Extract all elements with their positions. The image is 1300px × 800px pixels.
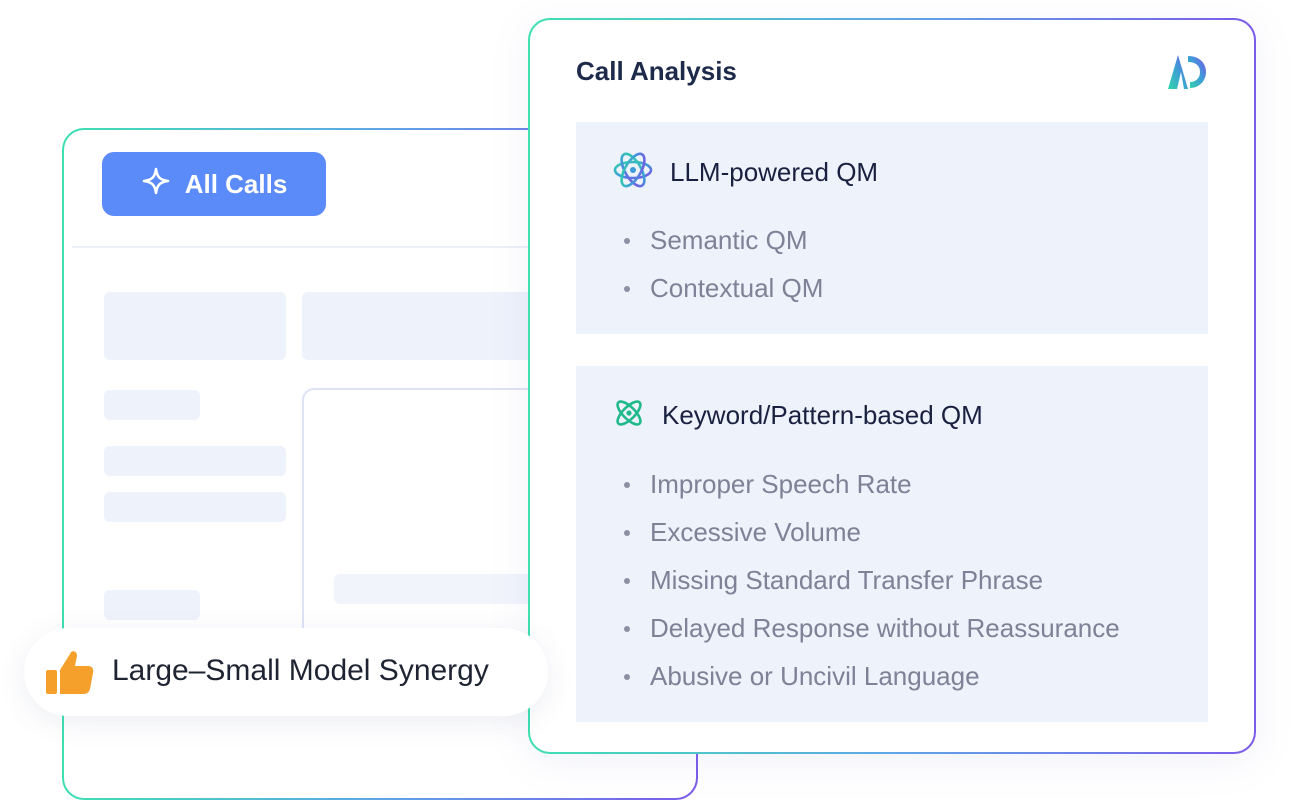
card-title: Call Analysis [576, 56, 737, 86]
list-item: Abusive or Uncivil Language [622, 652, 1120, 700]
list-item: Improper Speech Rate [622, 460, 1120, 508]
placeholder-line [104, 446, 286, 476]
list-item: Excessive Volume [622, 508, 1120, 556]
llm-qm-header: LLM-powered QM [612, 148, 878, 197]
atom-icon [612, 148, 654, 197]
list-item: Missing Standard Transfer Phrase [622, 556, 1120, 604]
llm-qm-section: LLM-powered QM Semantic QM Contextual QM [576, 122, 1208, 334]
list-item: Delayed Response without Reassurance [622, 604, 1120, 652]
llm-qm-list: Semantic QM Contextual QM [622, 216, 823, 312]
orbit-icon [612, 396, 646, 435]
llm-qm-title: LLM-powered QM [670, 157, 879, 187]
placeholder-block [104, 292, 286, 360]
sparkle-icon [141, 166, 171, 203]
synergy-label: Large–Small Model Synergy [112, 654, 489, 687]
placeholder-line [104, 492, 286, 522]
all-calls-button[interactable]: All Calls [102, 152, 326, 216]
all-calls-label: All Calls [184, 168, 288, 199]
keyword-qm-list: Improper Speech Rate Excessive Volume Mi… [622, 460, 1120, 700]
placeholder-line [104, 390, 200, 420]
synergy-badge: Large–Small Model Synergy [24, 628, 548, 716]
thumbs-up-icon [44, 646, 96, 703]
placeholder-line [334, 574, 534, 604]
list-item: Contextual QM [622, 264, 823, 312]
placeholder-line [104, 590, 200, 620]
keyword-qm-title: Keyword/Pattern-based QM [662, 400, 983, 430]
keyword-qm-section: Keyword/Pattern-based QM Improper Speech… [576, 366, 1208, 722]
brand-logo-icon [1166, 52, 1208, 97]
header-divider [72, 246, 696, 248]
keyword-qm-header: Keyword/Pattern-based QM [612, 396, 983, 435]
list-item: Semantic QM [622, 216, 823, 264]
call-analysis-card: Call Analysis [528, 18, 1256, 754]
